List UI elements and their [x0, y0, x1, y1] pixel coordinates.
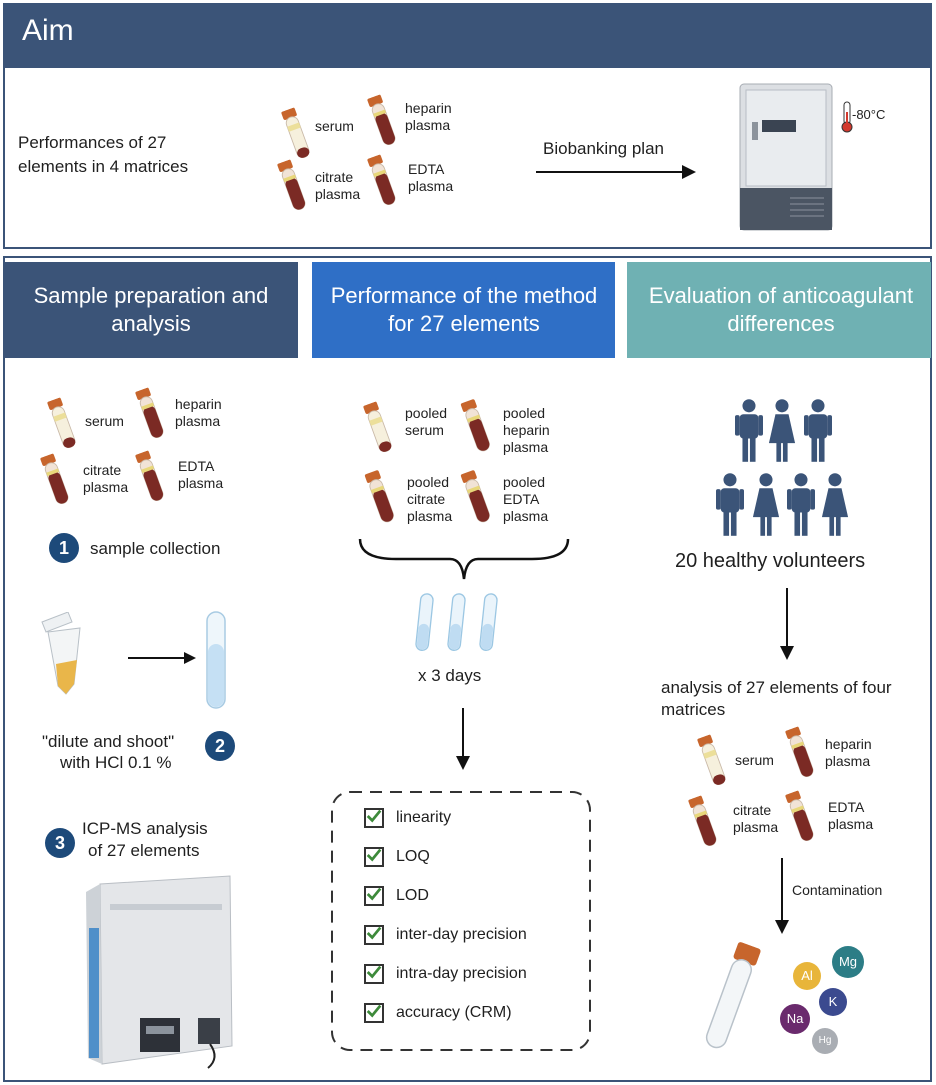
contamination-label: Contamination: [792, 882, 883, 898]
person-icon: [787, 472, 815, 538]
col3-down-arrow-icon-2: [775, 858, 789, 934]
checklist-item: accuracy (CRM): [396, 1004, 512, 1021]
col2-header: [312, 262, 615, 358]
col3-edta-label: EDTA plasma: [828, 799, 874, 832]
thermometer-icon: [841, 101, 853, 133]
aim-heparin-label: heparin plasma: [405, 100, 452, 133]
step-3-line1: ICP-MS analysis: [82, 819, 208, 838]
biobanking-label: Biobanking plan: [543, 139, 664, 158]
step-3-badge: 3: [45, 828, 75, 858]
checkbox-icon: [364, 808, 384, 828]
days-label: x 3 days: [418, 666, 482, 685]
volunteers-label: 20 healthy volunteers: [675, 550, 866, 572]
ion-mg-icon: Mg: [832, 946, 864, 978]
analysis-label: analysis of 27 elements of four matrices: [661, 678, 892, 719]
col2-title: Performance of the method for 27 element…: [330, 283, 598, 336]
person-icon: [804, 398, 832, 464]
step-2-badge: 2: [205, 731, 235, 761]
checkbox-icon: [364, 925, 384, 945]
col2-down-arrow-icon: [456, 708, 470, 770]
pooled-edta-label: pooled EDTA plasma: [503, 474, 549, 524]
step-1-badge: 1: [49, 533, 79, 563]
col1-header: [4, 262, 298, 358]
dilution-arrow-icon: [128, 652, 196, 664]
biobanking-arrow-icon: [536, 165, 696, 179]
icp-ms-instrument-icon: [86, 875, 233, 1069]
checkbox-icon: [364, 964, 384, 984]
triplicate-tubes-icon: [414, 592, 499, 652]
col1-edta-label: EDTA plasma: [178, 458, 224, 491]
ion-k-icon: K: [819, 988, 847, 1016]
microtube-icon: [41, 612, 81, 695]
checklist-item: intra-day precision: [396, 965, 527, 982]
pooled-citrate-label: pooled citrate plasma: [407, 474, 453, 524]
checklist-item: LOQ: [396, 848, 430, 865]
ion-hg-icon: Hg: [812, 1028, 838, 1054]
aim-header: [4, 4, 931, 68]
ion-al-icon: Al: [793, 962, 821, 990]
curly-brace-icon: [358, 538, 570, 580]
person-icon: [821, 472, 849, 538]
person-icon: [716, 472, 744, 538]
checklist-item: inter-day precision: [396, 926, 527, 943]
checkbox-icon: [364, 847, 384, 867]
person-icon: [768, 398, 796, 464]
person-icon: [752, 472, 780, 538]
step-2-line2: with HCl 0.1 %: [60, 753, 172, 772]
checkbox-icon: [364, 886, 384, 906]
aim-performances-text: Performances of 27 elements in 4 matrice…: [18, 133, 189, 176]
col3-serum-label: serum: [735, 752, 774, 768]
step-1-label: sample collection: [90, 539, 221, 558]
contaminated-tube-icon: [705, 942, 761, 1049]
col1-heparin-label: heparin plasma: [175, 396, 222, 429]
col3-title: Evaluation of anticoagulant differences: [648, 283, 914, 336]
col3-heparin-label: heparin plasma: [825, 736, 872, 769]
aim-title: Aim: [22, 14, 74, 47]
checkbox-icon: [364, 1003, 384, 1023]
col1-citrate-label: citrate plasma: [83, 462, 129, 495]
temperature-label: -80°C: [852, 107, 886, 122]
aim-serum-label: serum: [315, 118, 354, 134]
person-icon: [735, 398, 763, 464]
test-tube-icon: [206, 611, 226, 709]
ion-na-icon: Na: [780, 1004, 810, 1034]
checklist-item: LOD: [396, 887, 429, 904]
step-3-line2: of 27 elements: [88, 841, 200, 860]
col1-serum-label: serum: [85, 413, 124, 429]
col3-down-arrow-icon-1: [780, 588, 794, 660]
aim-edta-label: EDTA plasma: [408, 161, 454, 194]
col3-header: [627, 262, 931, 358]
freezer-icon: [739, 83, 833, 231]
checklist-item: linearity: [396, 809, 452, 826]
checklist-box: [331, 791, 591, 1051]
pooled-heparin-label: pooled heparin plasma: [503, 405, 550, 455]
pooled-serum-label: pooled serum: [405, 405, 448, 438]
methods-panel: [3, 256, 932, 1082]
col1-title: Sample preparation and analysis: [33, 283, 269, 336]
step-2-line1: "dilute and shoot": [42, 732, 175, 751]
aim-citrate-label: citrate plasma: [315, 169, 361, 202]
col3-citrate-label: citrate plasma: [733, 802, 779, 835]
